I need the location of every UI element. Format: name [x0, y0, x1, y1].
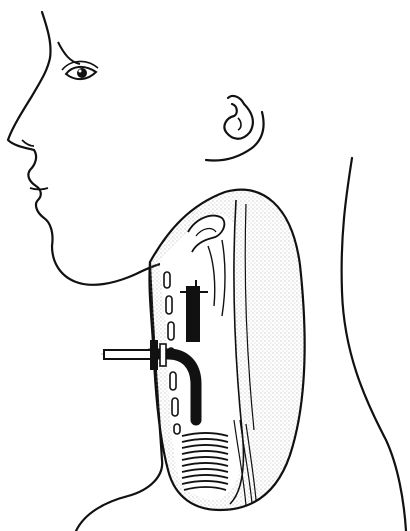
brow-line — [58, 42, 80, 64]
nostril — [22, 140, 34, 146]
face-profile — [8, 12, 168, 285]
eye-icon — [62, 61, 98, 79]
back-of-neck — [342, 158, 406, 531]
front-neck-line — [76, 262, 162, 531]
ear-icon — [224, 96, 252, 139]
jaw-line — [206, 112, 264, 161]
